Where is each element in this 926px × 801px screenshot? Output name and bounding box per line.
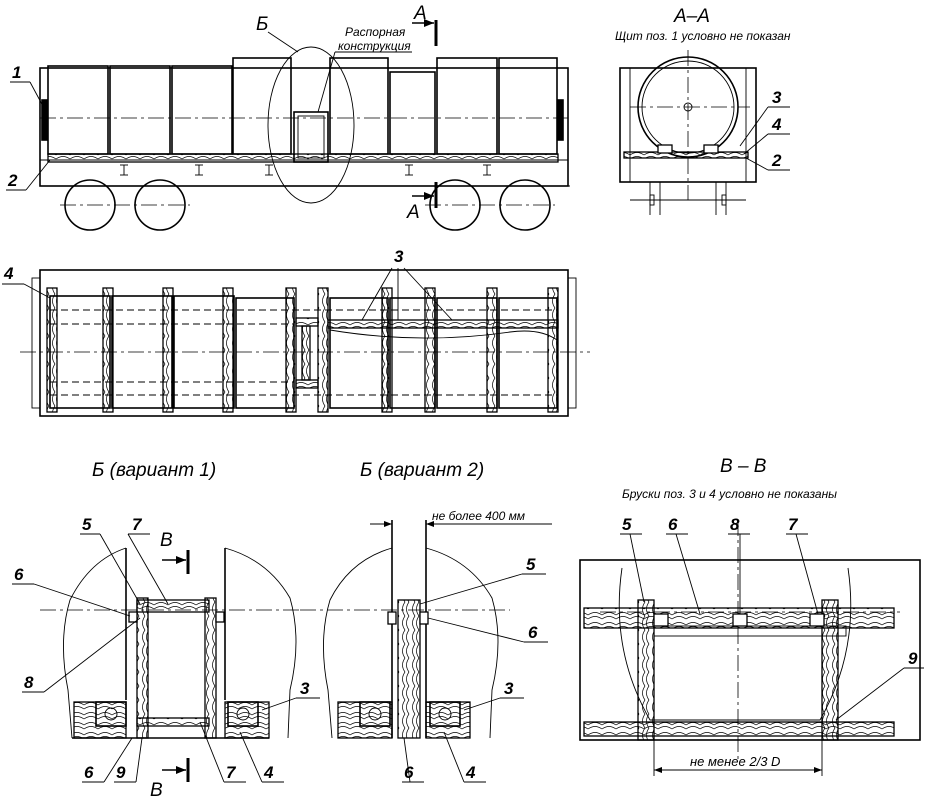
max-gap-dimension: не более 400 мм — [432, 509, 525, 523]
detail-b-variant-1: Б (вариант 1) В В 5 7 6 8 — [12, 460, 320, 801]
side-view: А А Б Распорная конструкция 1 2 — [6, 3, 570, 231]
detail-b2-title: Б (вариант 2) — [360, 460, 484, 481]
section-vv-title: В – В — [720, 456, 767, 477]
pos-3-label-b1: 3 — [300, 679, 310, 698]
section-v-top: В — [160, 530, 173, 551]
end-shield-right — [557, 99, 564, 141]
min-span-dimension: не менее 2/3 D — [690, 754, 780, 769]
floor-bars — [47, 153, 559, 163]
pos-7-label-b1-bottom: 7 — [226, 763, 237, 782]
bogie-left — [50, 179, 200, 231]
pos-5-label-b2: 5 — [526, 555, 536, 574]
pos-6-label-b1-bottom: 6 — [84, 763, 94, 782]
detail-b1-title: Б (вариант 1) — [92, 460, 216, 481]
section-a-label-top: А — [413, 3, 427, 24]
pos-6-label-b2: 6 — [528, 623, 538, 642]
bogie-right — [420, 179, 570, 231]
pos-4-label-b1: 4 — [263, 763, 274, 782]
section-aa-title: А–А — [673, 6, 710, 27]
section-a-label-bottom: А — [406, 202, 420, 223]
cargo-break-line — [329, 329, 558, 341]
detail-b-variant-2: Б (вариант 2) не более 400 мм 5 6 3 6 4 — [300, 460, 552, 783]
plan-view: 4 3 — [2, 247, 590, 417]
section-v-bottom: В — [150, 780, 163, 801]
pos-3-label-aa: 3 — [772, 88, 782, 107]
pos-1-label: 1 — [12, 63, 21, 82]
pos-9-label-vv: 9 — [908, 649, 918, 668]
spacer-label-line2: конструкция — [338, 39, 411, 53]
section-vv-note: Бруски поз. 3 и 4 условно не показаны — [622, 487, 837, 501]
pos-3-label-plan: 3 — [394, 247, 404, 266]
section-aa-view: А–А Щит поз. 1 условно не показан 3 4 2 — [615, 6, 791, 215]
pos-7-label-vv: 7 — [788, 515, 799, 534]
detail-b-callout: Б — [256, 14, 268, 35]
pos-7-label-b1: 7 — [132, 515, 143, 534]
pos-5-label-b1: 5 — [82, 515, 92, 534]
section-vv-view: В – В Бруски поз. 3 и 4 условно не показ… — [579, 456, 924, 776]
wagon-body — [39, 67, 569, 187]
pos-9-label-b1: 9 — [116, 763, 126, 782]
pos-3-label-b2: 3 — [504, 679, 514, 698]
detail-b-ellipse — [267, 46, 355, 204]
spacer-label-line1: Распорная — [345, 25, 406, 39]
end-shield-left — [41, 99, 48, 141]
pos-8-label-vv: 8 — [730, 515, 740, 534]
pos-4-label-aa: 4 — [771, 115, 782, 134]
pos-6-label-vv: 6 — [668, 515, 678, 534]
cargo-boxes — [47, 57, 558, 155]
plan-bars — [46, 287, 559, 413]
pos-4-label-b2: 4 — [465, 763, 476, 782]
pos-5-label-vv: 5 — [622, 515, 632, 534]
section-aa-note: Щит поз. 1 условно не показан — [615, 29, 791, 43]
pos-6-label-b1: 6 — [14, 565, 24, 584]
pos-4-label-plan: 4 — [3, 264, 14, 283]
pos-2-label-side: 2 — [7, 171, 18, 190]
pos-8-label-b1: 8 — [24, 673, 34, 692]
pos-2-label-aa: 2 — [771, 151, 782, 170]
